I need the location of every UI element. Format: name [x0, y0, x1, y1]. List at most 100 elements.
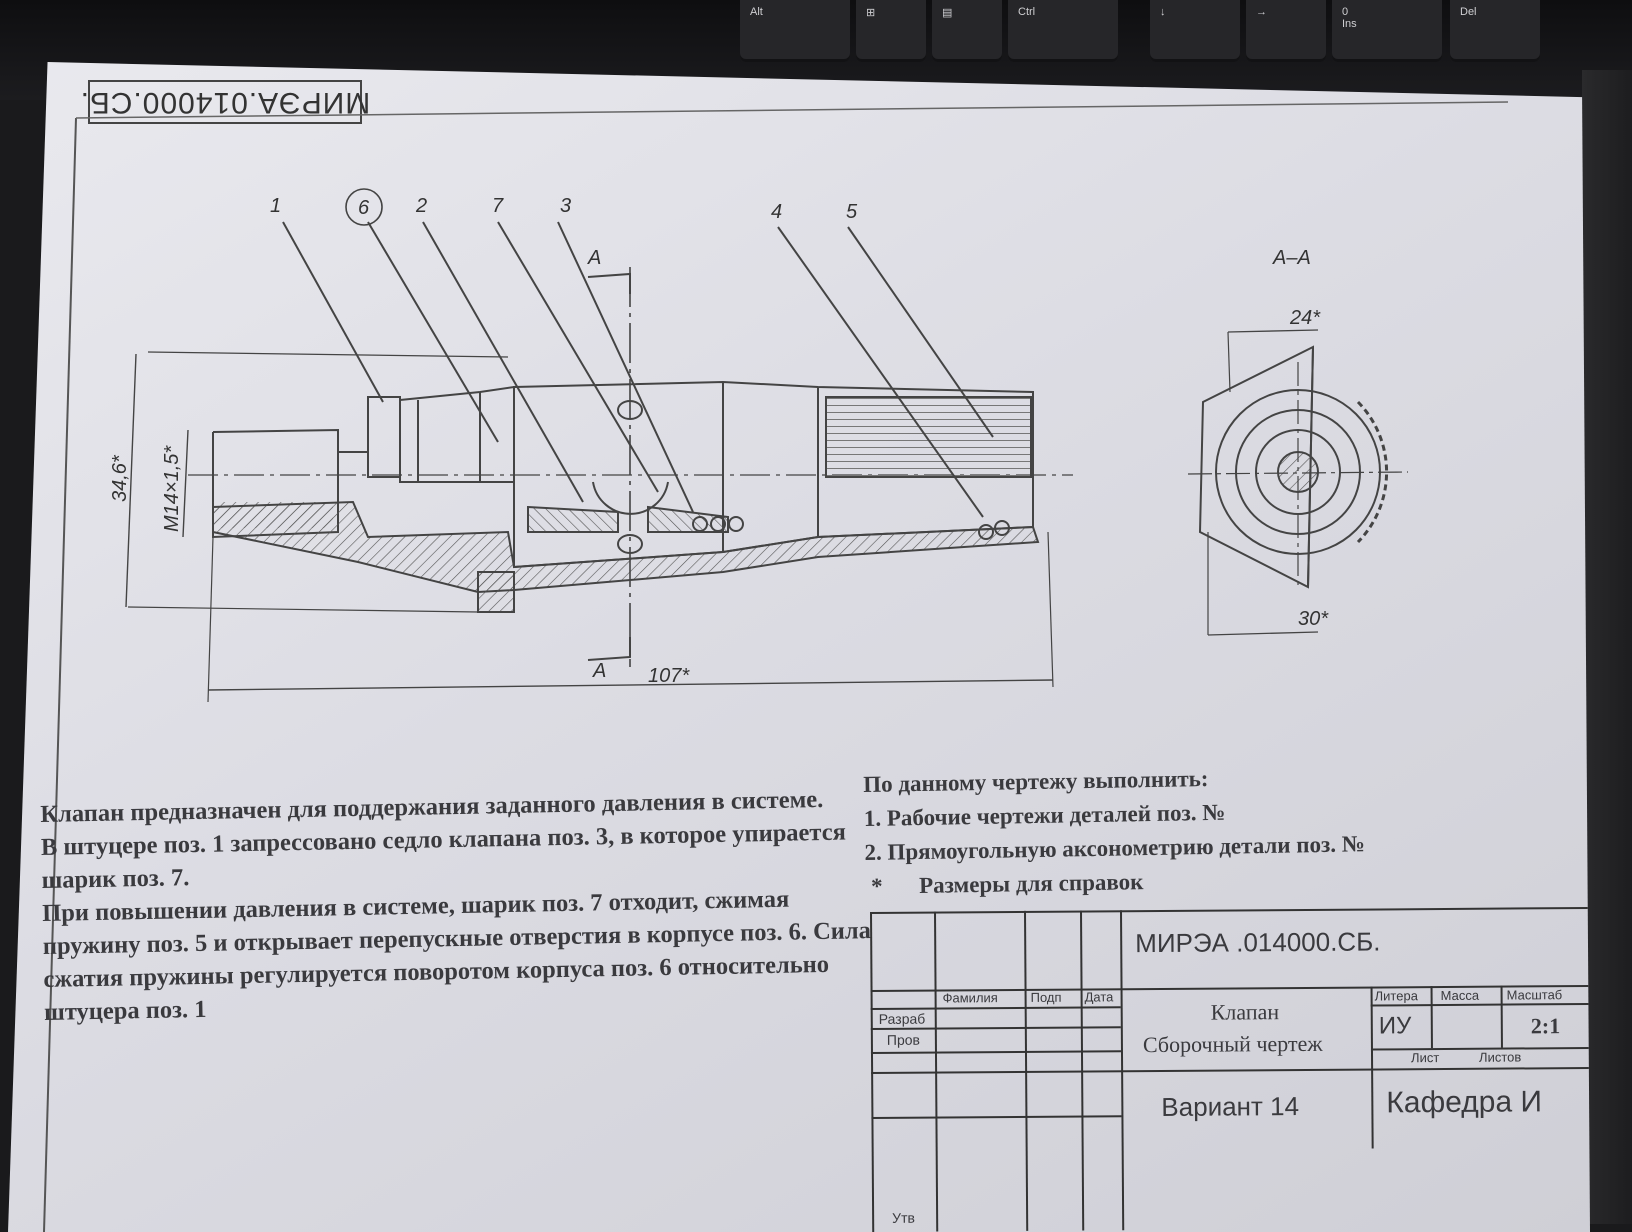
spring-coil [728, 516, 744, 532]
frame-line-left [43, 117, 77, 1232]
sheets-label: Листов [1478, 1049, 1522, 1065]
knurled-sleeve [825, 396, 1032, 478]
section-mark-bottom: А [592, 660, 606, 682]
tb-divider [1430, 986, 1433, 1049]
lug [477, 571, 515, 613]
dim-thread [182, 429, 189, 538]
hex-part-1 [367, 396, 401, 478]
leader-label-3: 3 [560, 195, 571, 217]
dim-height-label: 34,6* [109, 454, 131, 502]
description-paragraph: При повышении давления в системе, шарик … [41, 885, 872, 1026]
spring-coil [710, 516, 726, 532]
tasks-text: По данному чертежу выполнить: 1. Рабочие… [863, 757, 1505, 904]
tb-divider [1500, 985, 1503, 1048]
axis-h [1187, 471, 1409, 475]
row-developer: Разраб [878, 1010, 926, 1027]
hdr-mass: Масса [1440, 987, 1480, 1004]
key-ins: 0 Ins [1332, 0, 1442, 62]
leader-label-2: 2 [415, 195, 427, 217]
litera-value: ИУ [1378, 1012, 1412, 1040]
description-text: Клапан предназначен для поддержания зада… [40, 782, 884, 1029]
leader-label-6: 6 [358, 197, 370, 219]
leader-label-7: 7 [492, 195, 504, 217]
col-surname: Фамилия [942, 990, 998, 1006]
key-windows: ⊞ [856, 0, 926, 62]
note-star: * [870, 873, 883, 899]
key-alt: Alt [740, 0, 850, 62]
doc-code: МИРЭА .014000.СБ. [1135, 926, 1381, 959]
tb-row [870, 1006, 1121, 1010]
title-block: МИРЭА .014000.СБ. Клапан Сборочный черте… [870, 906, 1590, 1232]
key-label: Alt [750, 6, 763, 18]
key-label: ⊞ [866, 7, 876, 19]
dim-height [125, 353, 137, 608]
row-approver: Утв [892, 1209, 915, 1226]
note-text: Размеры для справок [918, 869, 1144, 899]
leader-label-5: 5 [846, 201, 858, 223]
leader-1 [282, 221, 384, 403]
part-name: Клапан [1210, 999, 1280, 1025]
dim-width-top [1227, 329, 1319, 333]
seat-hatch [647, 505, 729, 533]
hdr-litera: Литера [1374, 988, 1418, 1004]
variant: Вариант 14 [1161, 1091, 1300, 1122]
dim-width-top-label: 24* [1289, 307, 1321, 329]
section-hatch [212, 500, 1040, 594]
drawing-type: Сборочный чертеж [1142, 1030, 1323, 1058]
key-label: 0 Ins [1342, 6, 1357, 30]
seat-hatch [527, 505, 619, 533]
col-sign: Подп [1030, 989, 1062, 1005]
hdr-scale: Масштаб [1506, 987, 1563, 1003]
assembly-drawing: 1 6 2 7 3 4 5 А А А–А 34,6* M14×1,5* 107… [43, 101, 1509, 1232]
section-arrow-top [587, 272, 631, 294]
row-checker: Пров [886, 1031, 921, 1048]
tb-row [870, 1050, 1121, 1054]
table-surface [1582, 70, 1632, 1224]
dim-width-bottom-label: 30* [1298, 608, 1329, 630]
scale-value: 2:1 [1530, 1013, 1561, 1039]
section-arrow-bottom [587, 637, 631, 661]
leader-circle-6 [345, 188, 383, 226]
dim-extension [207, 536, 214, 703]
key-arrow-down: ↓ [1150, 0, 1240, 62]
drawing-sheet: МИРЭА.014000.СБ. [8, 62, 1590, 1232]
leader-2 [422, 221, 584, 503]
leader-3 [557, 221, 694, 513]
col-date: Дата [1084, 989, 1114, 1005]
key-label: ▤ [942, 7, 953, 19]
knurl-arc [1356, 400, 1389, 544]
leader-label-1: 1 [270, 195, 281, 217]
spring-coil [978, 524, 994, 540]
dim-length-label: 107* [648, 665, 690, 687]
dim-extension [147, 351, 509, 358]
leader-7 [497, 221, 659, 493]
key-del: Del [1450, 0, 1540, 62]
key-menu: ▤ [932, 0, 1002, 62]
spring-coil [994, 520, 1010, 536]
frame-line-top [75, 101, 1509, 119]
key-label: Ctrl [1018, 6, 1036, 18]
dim-width-bottom [1207, 631, 1319, 636]
key-label: → [1256, 6, 1267, 18]
key-label: Del [1460, 6, 1477, 18]
sheet-label: Лист [1410, 1050, 1440, 1066]
tb-row [871, 1066, 1590, 1074]
spring-coil [692, 516, 708, 532]
key-label: ↓ [1160, 6, 1166, 18]
dim-extension [127, 606, 479, 613]
tb-row [871, 1115, 1122, 1119]
leader-label-4: 4 [771, 201, 782, 223]
section-mark-top: А [587, 247, 601, 269]
leader-6 [367, 221, 499, 443]
key-arrow-right: → [1246, 0, 1326, 62]
key-ctrl: Ctrl [1008, 0, 1118, 62]
dim-thread-label: M14×1,5* [161, 445, 183, 532]
dim-ext [1227, 331, 1231, 393]
section-title: А–А [1272, 247, 1311, 269]
dim-extension [1047, 531, 1054, 688]
tb-row [1370, 1002, 1590, 1007]
section-view [1187, 329, 1409, 636]
department: Кафедра И [1386, 1085, 1543, 1120]
leader-5 [847, 226, 994, 438]
dim-length [207, 679, 1054, 691]
